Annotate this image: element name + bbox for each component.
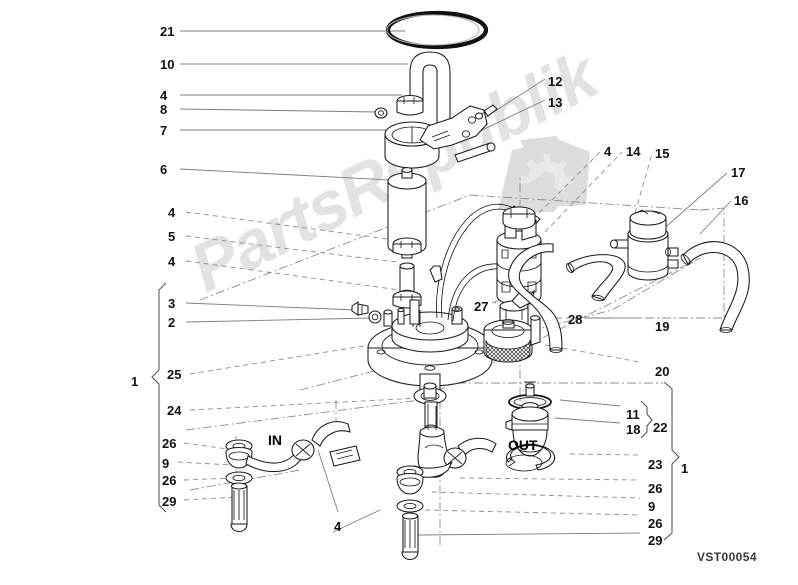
callout-number[interactable]: 6 <box>160 162 168 177</box>
callout-number[interactable]: 20 <box>655 364 670 379</box>
callout-number[interactable]: 23 <box>648 457 663 472</box>
callout-number[interactable]: 4 <box>160 88 168 103</box>
part-bracket-plate <box>419 105 488 150</box>
part-24-level-sender-float <box>413 373 449 478</box>
callout-number[interactable]: 27 <box>474 299 489 314</box>
callout-number[interactable]: 9 <box>648 499 656 514</box>
part-12-screw-short <box>474 104 498 120</box>
drawing-code: VST00054 <box>697 550 757 564</box>
perspective-guide-4 <box>612 207 725 319</box>
callout-number[interactable]: 2 <box>168 315 176 330</box>
part-6-fuel-filter <box>387 167 427 259</box>
part-16-fuel-hose-long <box>680 241 750 333</box>
callout-number[interactable]: 1 <box>131 374 139 389</box>
part-banjo-stack-right <box>396 465 424 561</box>
callout-number[interactable]: 16 <box>734 193 749 208</box>
callout-number[interactable]: 21 <box>160 24 175 39</box>
callout-number[interactable]: 7 <box>160 123 168 138</box>
flow-label-in: IN <box>268 432 282 448</box>
callout-number[interactable]: 26 <box>648 516 663 531</box>
part-21-o-ring-flange <box>385 10 489 50</box>
perspective-guide-5 <box>185 257 701 431</box>
callout-number[interactable]: 4 <box>168 254 176 269</box>
callout-number[interactable]: 26 <box>648 481 663 496</box>
flow-label-out: OUT <box>508 437 538 453</box>
callout-number[interactable]: 11 <box>626 407 640 422</box>
part-banjo-stack-left <box>225 439 253 533</box>
perspective-guide-2 <box>199 194 701 301</box>
callout-number[interactable]: 29 <box>162 494 177 509</box>
part-20-hose-connector <box>508 243 563 353</box>
part-3-connector-pin <box>351 301 369 316</box>
part-4-clamp-mid-a <box>392 237 422 256</box>
leader-lines-left <box>177 30 421 501</box>
callout-number[interactable]: 26 <box>162 473 177 488</box>
part-23-retaining-clip <box>505 444 556 472</box>
callout-number[interactable]: 1 <box>681 461 689 476</box>
callout-number[interactable]: 19 <box>655 319 670 334</box>
bracket-22 <box>640 400 653 439</box>
part-15-fuel-filter-canister <box>609 209 679 281</box>
callout-number[interactable]: 9 <box>162 456 170 471</box>
part-13-screw-long <box>454 142 496 163</box>
part-18-pressure-regulator <box>505 402 549 457</box>
callout-number[interactable]: 4 <box>604 144 612 159</box>
callout-number[interactable]: 25 <box>167 367 182 382</box>
part-4-clamp-upper <box>396 94 424 116</box>
callout-number[interactable]: 3 <box>168 296 176 311</box>
part-28-pump-strainer <box>483 315 541 363</box>
callout-number[interactable]: 18 <box>626 422 641 437</box>
callout-number[interactable]: 24 <box>167 403 182 418</box>
callout-number[interactable]: 4 <box>334 519 342 534</box>
bracket-right-group-1 <box>663 381 680 541</box>
callout-number[interactable]: 15 <box>655 146 670 161</box>
callout-number[interactable]: 26 <box>162 436 177 451</box>
callout-number[interactable]: 8 <box>160 102 168 117</box>
part-8-nut <box>374 107 388 119</box>
callout-number[interactable]: 10 <box>160 57 175 72</box>
callout-number[interactable]: 28 <box>568 312 583 327</box>
part-25-pump-flange-plate <box>367 299 493 387</box>
part-2-electrical-terminal <box>368 310 382 324</box>
callout-number[interactable]: 29 <box>648 533 663 548</box>
callout-number[interactable]: 22 <box>653 420 668 435</box>
callout-number[interactable]: 12 <box>548 74 563 89</box>
callout-number[interactable]: 14 <box>626 144 641 159</box>
callout-number[interactable]: 5 <box>168 229 176 244</box>
bracket-left-group-1 <box>151 282 167 513</box>
part-19-fuel-hose-bent <box>565 254 626 302</box>
callout-number[interactable]: 17 <box>731 165 746 180</box>
callout-number[interactable]: 4 <box>168 205 176 220</box>
brand-gear-watermark <box>498 136 590 212</box>
fuel-line-in <box>245 421 361 473</box>
callout-number[interactable]: 13 <box>548 95 563 110</box>
